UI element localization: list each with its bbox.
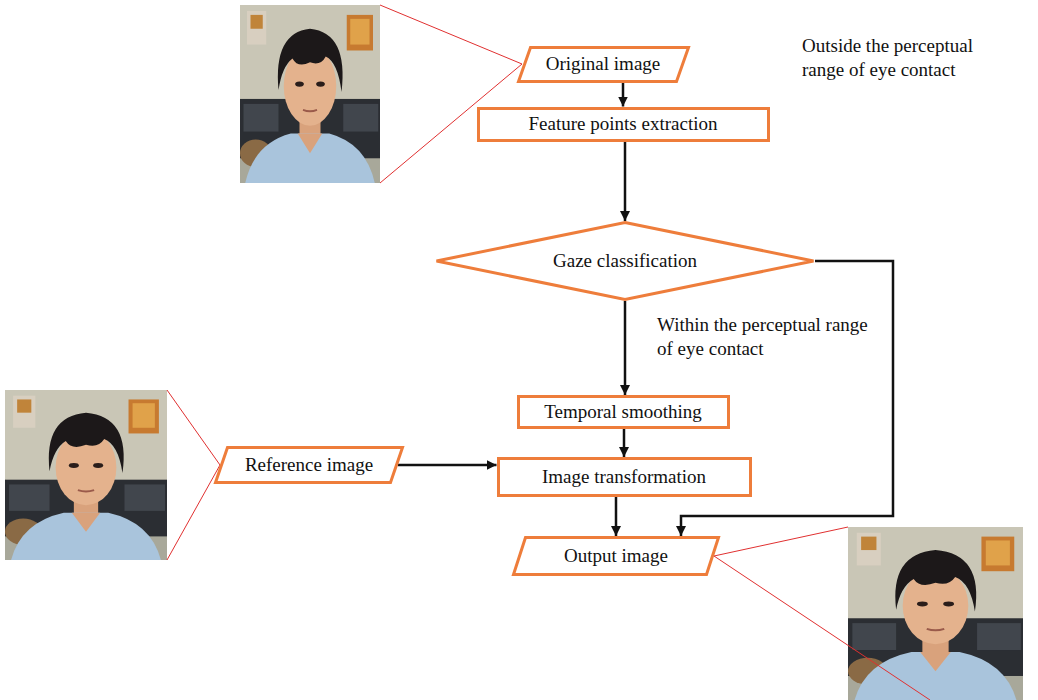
flow-arrow	[624, 142, 627, 222]
shape-outline	[216, 448, 403, 483]
output-photo	[848, 527, 1023, 700]
process-box: Temporal smoothing	[517, 395, 730, 429]
shape-outline	[518, 397, 728, 428]
input-parallelogram: Original image	[517, 46, 690, 83]
leader-line	[380, 5, 522, 64]
edge-label: Within the perceptual range of eye conta…	[655, 313, 871, 361]
node-text: Reference image	[245, 454, 373, 476]
node-text: Output image	[564, 545, 668, 567]
reference-photo	[5, 390, 167, 560]
leader-line	[714, 556, 930, 700]
leader-line	[167, 465, 220, 560]
leader-line	[714, 527, 848, 556]
process-box: Image transformation	[497, 457, 752, 497]
leader-line	[167, 390, 220, 465]
input-parallelogram: Reference image	[214, 446, 404, 484]
node-text: Gaze classification	[553, 250, 697, 272]
shape-outline	[437, 223, 814, 300]
node-text: Temporal smoothing	[544, 401, 702, 423]
output-parallelogram: Output image	[512, 536, 720, 576]
original-photo	[240, 5, 380, 183]
decision-diamond: Gaze classification	[435, 221, 815, 301]
shape-outline	[518, 47, 688, 81]
process-box: Feature points extraction	[477, 107, 770, 142]
flow-arrow	[398, 464, 497, 467]
flow-arrow	[615, 497, 618, 536]
edge-label: Outside the perceptual range of eye cont…	[800, 34, 1016, 82]
node-text: Original image	[546, 53, 661, 75]
shape-outline	[498, 459, 750, 496]
node-text: Feature points extraction	[529, 113, 718, 135]
flow-arrow	[624, 301, 627, 395]
flow-arrow	[622, 83, 625, 107]
shape-outline	[514, 538, 719, 575]
shape-outline	[478, 108, 768, 140]
node-text: Image transformation	[542, 466, 706, 488]
flow-arrow	[623, 429, 626, 457]
